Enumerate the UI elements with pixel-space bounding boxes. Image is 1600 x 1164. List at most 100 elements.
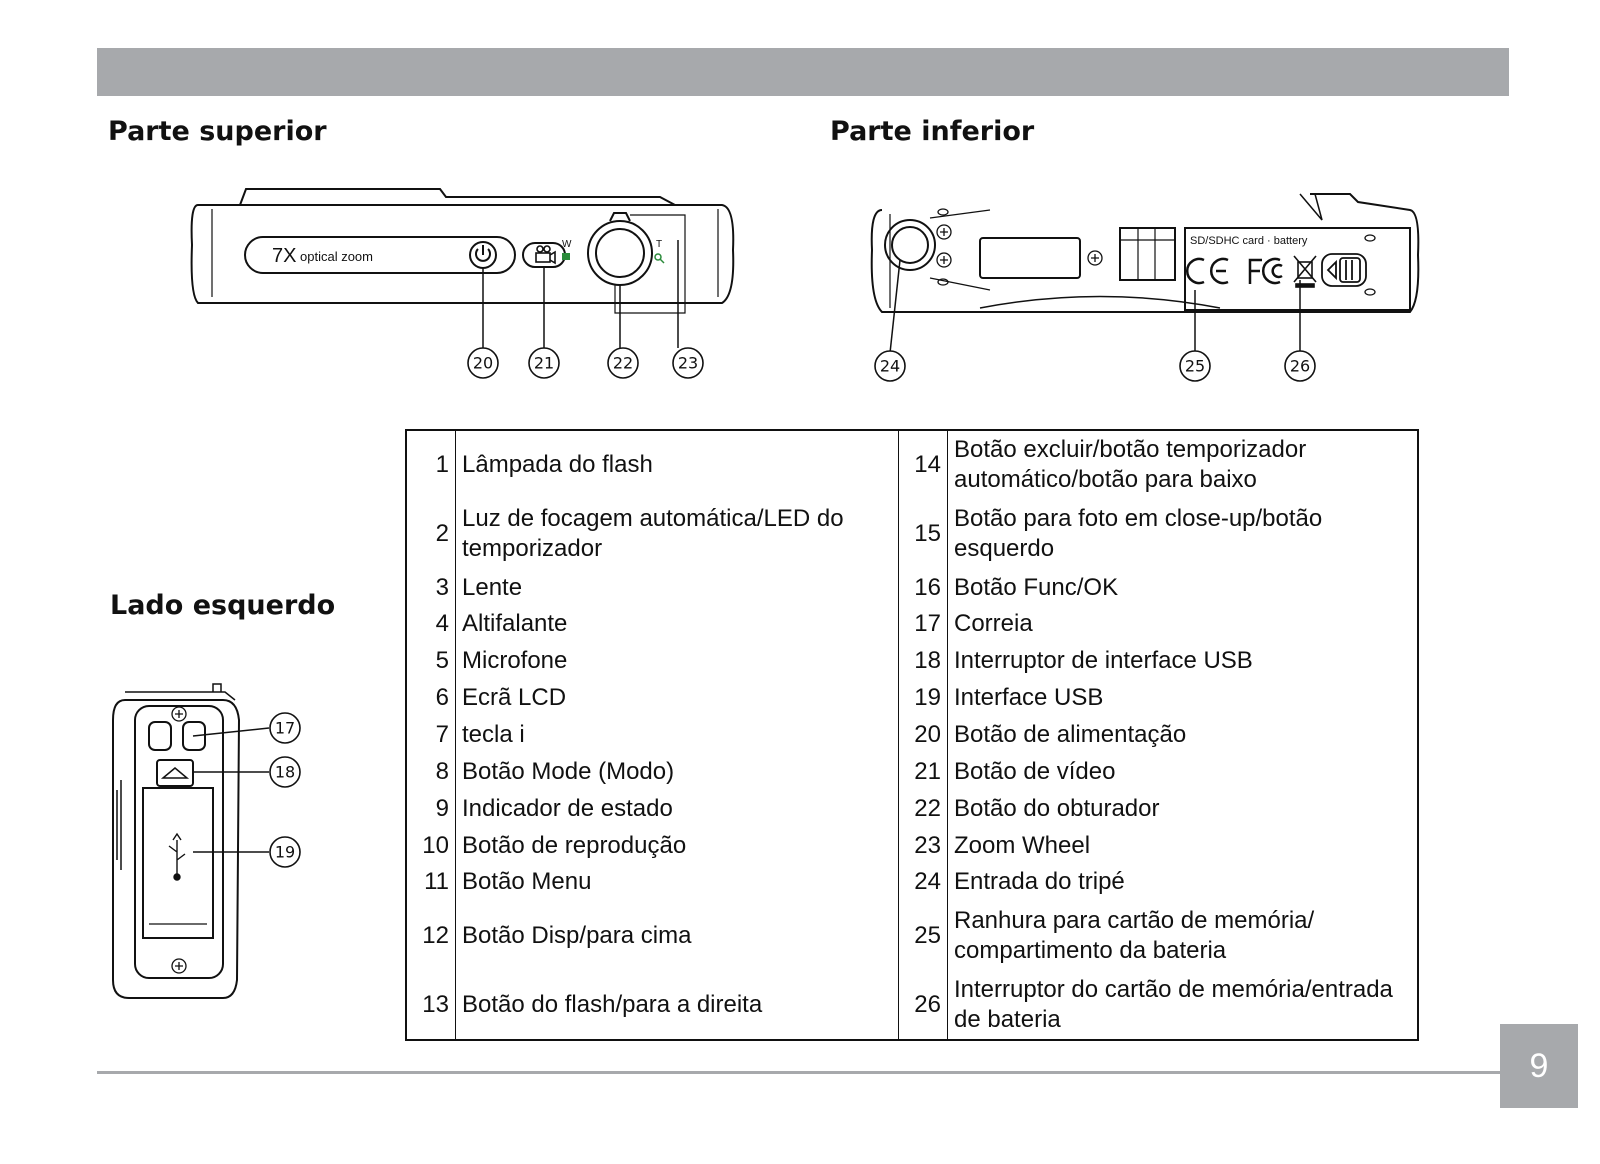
part-number: 21 — [898, 753, 948, 791]
part-description: Botão Menu — [455, 863, 899, 901]
part-description: Microfone — [455, 642, 899, 680]
svg-text:26: 26 — [1290, 357, 1310, 376]
part-number: 4 — [406, 606, 456, 643]
table-row: 6 Ecrã LCD 19 Interface USB — [406, 679, 1418, 717]
svg-text:25: 25 — [1185, 357, 1205, 376]
part-description: Interruptor de interface USB — [954, 647, 1253, 675]
wide-label: W — [562, 239, 572, 250]
part-number: 15 — [898, 499, 948, 570]
callout-22: 22 — [607, 347, 639, 379]
callout-24: 24 — [874, 350, 906, 382]
svg-text:24: 24 — [880, 357, 900, 376]
video-camera-icon — [535, 245, 556, 265]
part-number: 19 — [898, 679, 948, 717]
part-description: Botão Func/OK — [954, 573, 1119, 601]
part-number: 20 — [898, 716, 948, 754]
part-number: 5 — [406, 642, 456, 680]
table-row: 1 Lâmpada do flash 14 Botão excluir/botã… — [406, 430, 1418, 500]
part-number: 10 — [406, 827, 456, 864]
tele-magnifier-icon — [654, 253, 665, 264]
callout-26: 26 — [1284, 350, 1316, 382]
part-description: Zoom Wheel — [954, 831, 1091, 859]
svg-text:20: 20 — [473, 354, 493, 373]
camera-bottom-view-diagram: SD/SDHC card · battery 24 25 26 — [870, 193, 1420, 382]
part-number: 6 — [406, 679, 456, 717]
part-number: 26 — [898, 970, 948, 1040]
part-description: Interface USB — [954, 684, 1104, 712]
part-number: 23 — [898, 827, 948, 864]
part-description: Botão para foto em close-up/botão esquer… — [954, 505, 1323, 563]
part-description: Lâmpada do flash — [455, 430, 899, 500]
callout-21: 21 — [528, 347, 560, 379]
callout-19: 19 — [269, 836, 301, 868]
part-number: 2 — [406, 499, 456, 570]
callout-20: 20 — [467, 347, 499, 379]
part-description: Luz de focagem automática/LED do tempori… — [455, 499, 899, 570]
svg-text:19: 19 — [275, 843, 295, 862]
heading-bottom-view: Parte inferior — [830, 116, 1035, 147]
part-number: 8 — [406, 753, 456, 791]
svg-text:21: 21 — [534, 354, 554, 373]
part-number: 13 — [406, 970, 456, 1040]
part-description: Indicador de estado — [455, 790, 899, 828]
battery-door-switch-icon — [1321, 253, 1367, 287]
table-row: 2 Luz de focagem automática/LED do tempo… — [406, 499, 1418, 570]
card-battery-label: SD/SDHC card · battery — [1190, 235, 1308, 247]
table-row: 8 Botão Mode (Modo) 21 Botão de vídeo — [406, 753, 1418, 791]
fcc-mark-icon — [1248, 257, 1283, 285]
part-number: 7 — [406, 716, 456, 754]
table-row: 10 Botão de reprodução 23 Zoom Wheel — [406, 827, 1418, 864]
part-number: 9 — [406, 790, 456, 828]
part-number: 22 — [898, 790, 948, 828]
weee-bin-icon — [1293, 255, 1317, 288]
part-number: 18 — [898, 642, 948, 680]
part-number: 14 — [898, 430, 948, 500]
camera-left-side-diagram: 17 18 19 — [112, 683, 301, 999]
svg-text:23: 23 — [678, 354, 698, 373]
part-description: Ecrã LCD — [455, 679, 899, 717]
part-number: 25 — [898, 900, 948, 971]
usb-icon — [168, 832, 186, 881]
header-bar — [97, 48, 1509, 96]
part-description: Correia — [954, 610, 1033, 638]
svg-text:22: 22 — [613, 354, 633, 373]
camera-top-view-diagram: 7X optical zoom W T 20 21 22 23 — [190, 188, 735, 379]
part-number: 16 — [898, 569, 948, 607]
wide-icon — [562, 253, 570, 260]
part-description: Botão excluir/botão temporizador automát… — [954, 436, 1307, 494]
table-row: 4 Altifalante 17 Correia — [406, 606, 1418, 643]
part-description: tecla i — [455, 716, 899, 754]
part-number: 12 — [406, 900, 456, 971]
table-row: 11 Botão Menu 24 Entrada do tripé — [406, 863, 1418, 901]
table-row: 5 Microfone 18 Interruptor de interface … — [406, 642, 1418, 680]
parts-table: 1 Lâmpada do flash 14 Botão excluir/botã… — [405, 429, 1419, 1041]
part-description: Entrada do tripé — [954, 868, 1125, 896]
part-description: Altifalante — [455, 606, 899, 643]
part-description: Ranhura para cartão de memória/ comparti… — [954, 906, 1315, 964]
callout-25: 25 — [1179, 350, 1211, 382]
zoom-label: 7X — [272, 245, 296, 267]
part-number: 3 — [406, 569, 456, 607]
part-description: Botão de vídeo — [954, 757, 1116, 785]
part-description: Botão de alimentação — [954, 720, 1187, 748]
table-row: 13 Botão do flash/para a direita 26 Inte… — [406, 970, 1418, 1040]
page-number: 9 — [1500, 1024, 1578, 1108]
callout-17: 17 — [269, 712, 301, 744]
heading-left-side: Lado esquerdo — [110, 590, 336, 621]
heading-top-view: Parte superior — [108, 116, 327, 147]
table-row: 9 Indicador de estado 22 Botão do obtura… — [406, 790, 1418, 828]
zoom-sublabel: optical zoom — [300, 249, 373, 264]
part-description: Interruptor do cartão de memória/entrada… — [954, 975, 1393, 1033]
part-number: 17 — [898, 606, 948, 643]
part-description: Lente — [455, 569, 899, 607]
svg-text:17: 17 — [275, 719, 295, 738]
callout-18: 18 — [269, 756, 301, 788]
table-row: 7 tecla i 20 Botão de alimentação — [406, 716, 1418, 754]
part-description: Botão de reprodução — [455, 827, 899, 864]
part-number: 1 — [406, 430, 456, 500]
table-row: 12 Botão Disp/para cima 25 Ranhura para … — [406, 900, 1418, 971]
table-row: 3 Lente 16 Botão Func/OK — [406, 569, 1418, 607]
part-description: Botão Disp/para cima — [455, 900, 899, 971]
footer-rule — [97, 1071, 1500, 1074]
part-number: 24 — [898, 863, 948, 901]
